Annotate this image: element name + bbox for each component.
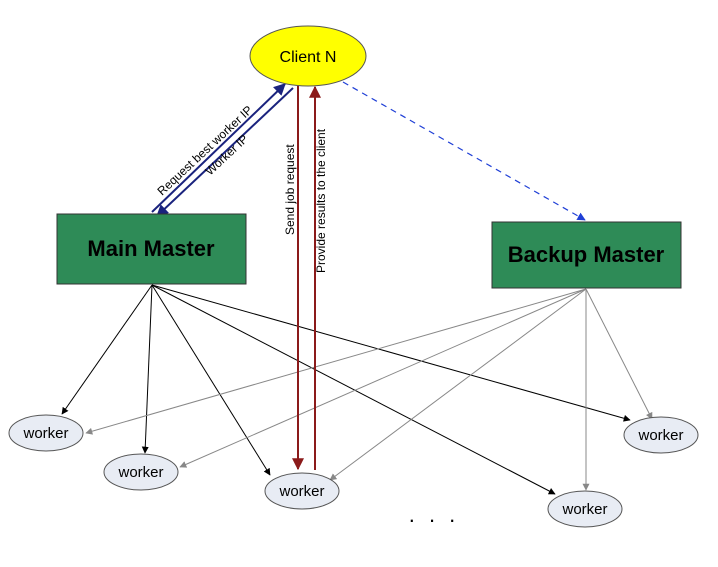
client-node: Client N [249,25,367,87]
edge-backup-to-worker-2 [179,288,587,468]
client-ellipse [249,25,367,87]
edge-backup-to-worker-3 [329,288,587,481]
worker-ellipse [103,453,179,491]
worker-label: worker [278,483,324,500]
worker-label: worker [22,425,68,442]
main-master-edges [61,284,631,495]
edge-main-to-worker-5 [151,284,631,422]
edge-main-to-worker-2 [141,284,153,454]
worker-ellipse [264,472,340,510]
arrow-request-best-worker [151,83,286,213]
worker-node: worker [547,490,623,528]
arrow-worker-ip [156,87,294,217]
worker-node: worker [8,414,84,452]
main-master-box [56,213,247,285]
backup-master-node: Backup Master [491,221,682,289]
backup-master-edges [85,288,653,491]
worker-label: worker [561,501,607,518]
main-master-label: Main Master [87,236,215,261]
label-send-job-request: Send job request [283,144,297,235]
worker-ellipse [623,416,699,454]
worker-node: worker [264,472,340,510]
edge-backup-to-worker-1 [85,288,587,435]
worker-ellipse [8,414,84,452]
edge-backup-to-worker-5 [585,288,653,420]
worker-node: worker [103,453,179,491]
main-master-node: Main Master [56,213,247,285]
worker-ellipse [547,490,623,528]
client-main-arrows [151,83,294,217]
edge-main-to-worker-1 [61,284,153,415]
backup-master-label: Backup Master [508,242,665,267]
edge-main-to-worker-4 [151,284,556,495]
worker-label: worker [637,427,683,444]
arrow-client-to-backup [342,81,586,221]
client-worker-arrows [292,85,321,471]
worker-label: worker [117,464,163,481]
worker-node: worker [623,416,699,454]
client-label: Client N [280,49,337,66]
backup-master-box [491,221,682,289]
more-workers-ellipsis: . . . [409,502,460,527]
label-provide-results: Provide results to the client [314,128,328,273]
edge-main-to-worker-3 [151,284,271,476]
